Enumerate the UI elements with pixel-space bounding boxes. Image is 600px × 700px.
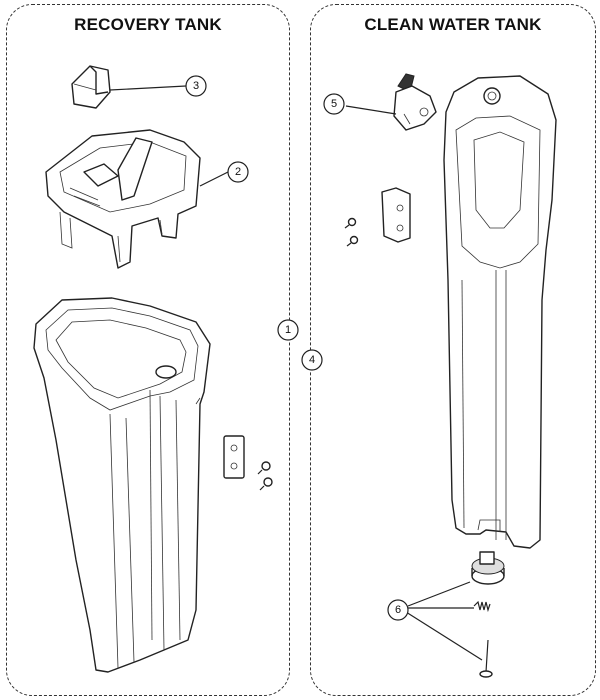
- part-2-lid: [45, 129, 201, 269]
- callout-2: 2: [227, 161, 249, 183]
- part-5-latch: [393, 73, 437, 131]
- callout-5: 5: [323, 93, 345, 115]
- leader-6c: [405, 611, 483, 661]
- svg-text:6: 6: [395, 604, 401, 616]
- svg-text:2: 2: [235, 166, 241, 178]
- left-screws: [257, 461, 273, 491]
- recovery-tank-panel: RECOVERY TANK: [6, 4, 290, 696]
- callout-3: 3: [185, 75, 207, 97]
- part-6-spring: [473, 600, 491, 613]
- clean-water-tank-title: CLEAN WATER TANK: [364, 15, 542, 34]
- part-1-recovery-tank: [33, 297, 211, 673]
- part-3-cap: [71, 65, 111, 109]
- svg-text:4: 4: [309, 354, 315, 366]
- recovery-tank-title: RECOVERY TANK: [74, 15, 222, 34]
- svg-text:3: 3: [193, 80, 199, 92]
- right-screws: [344, 217, 359, 247]
- callout-4: 4: [301, 349, 323, 371]
- part-6-pin: [479, 639, 493, 678]
- leader-5: [345, 105, 397, 115]
- svg-text:5: 5: [331, 98, 337, 110]
- callout-1: 1: [277, 319, 299, 341]
- callout-6: 6: [387, 599, 409, 621]
- part-4-clean-water-tank: [443, 75, 557, 549]
- part-6-valve-cap: [471, 551, 505, 585]
- right-bracket: [381, 187, 411, 243]
- leader-6a: [407, 581, 471, 607]
- leader-3: [109, 85, 187, 91]
- svg-text:1: 1: [285, 324, 291, 336]
- leader-2: [199, 171, 229, 187]
- left-bracket: [223, 435, 245, 479]
